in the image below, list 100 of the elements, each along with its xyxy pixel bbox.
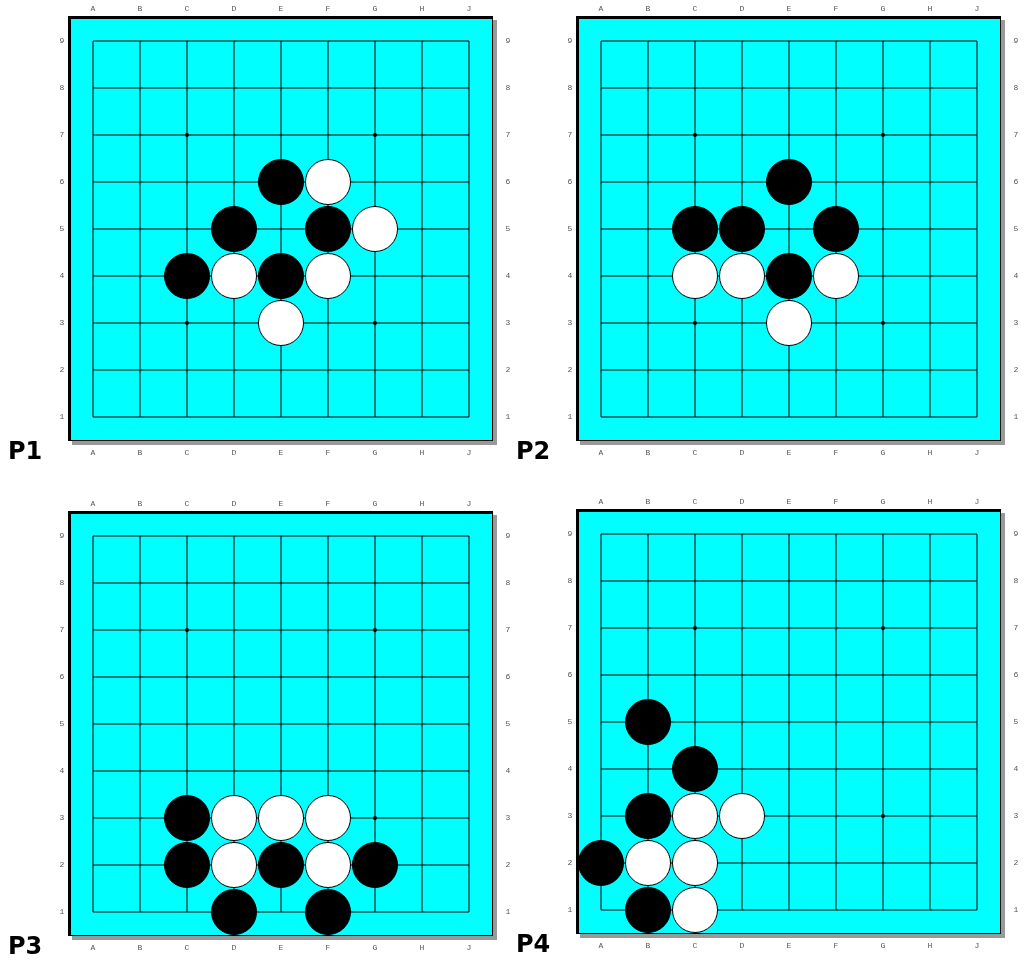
coordinate-label: 4 bbox=[504, 272, 512, 280]
coordinate-label: B bbox=[136, 5, 144, 13]
coordinate-label: E bbox=[785, 498, 793, 506]
coordinate-label: A bbox=[89, 5, 97, 13]
coordinate-label: F bbox=[324, 500, 332, 508]
coordinate-label: A bbox=[597, 449, 605, 457]
coordinate-label: 1 bbox=[58, 413, 66, 421]
coordinate-label: B bbox=[644, 942, 652, 950]
coordinate-label: C bbox=[183, 5, 191, 13]
coordinate-label: 9 bbox=[504, 532, 512, 540]
coordinate-label: G bbox=[371, 500, 379, 508]
coordinate-label: 9 bbox=[58, 37, 66, 45]
coordinate-label: 8 bbox=[504, 579, 512, 587]
coordinate-label: 6 bbox=[58, 673, 66, 681]
coordinate-label: 2 bbox=[58, 861, 66, 869]
coordinate-label: 4 bbox=[1012, 272, 1020, 280]
coordinate-label: D bbox=[738, 942, 746, 950]
coordinate-label: 2 bbox=[1012, 859, 1020, 867]
coordinate-label: 6 bbox=[1012, 178, 1020, 186]
coordinate-label: J bbox=[973, 449, 981, 457]
coordinate-label: 5 bbox=[58, 720, 66, 728]
coordinate-label: H bbox=[418, 944, 426, 952]
coordinate-label: B bbox=[644, 5, 652, 13]
coordinate-label: 2 bbox=[58, 366, 66, 374]
coordinate-label: F bbox=[832, 5, 840, 13]
coordinate-label: 6 bbox=[1012, 671, 1020, 679]
coordinate-label: E bbox=[277, 944, 285, 952]
coordinate-label: D bbox=[230, 500, 238, 508]
coordinate-label: E bbox=[277, 449, 285, 457]
coordinate-label: G bbox=[371, 5, 379, 13]
coordinate-label: 7 bbox=[566, 131, 574, 139]
coordinate-label: 7 bbox=[1012, 624, 1020, 632]
coordinate-label: 1 bbox=[1012, 906, 1020, 914]
coordinate-label: G bbox=[879, 498, 887, 506]
coordinate-label: 6 bbox=[504, 673, 512, 681]
panel-label: P1 bbox=[8, 438, 43, 464]
coordinate-label: 3 bbox=[504, 319, 512, 327]
coordinate-label: D bbox=[738, 498, 746, 506]
coordinate-label: J bbox=[973, 942, 981, 950]
coordinate-label: F bbox=[324, 449, 332, 457]
coordinate-label: D bbox=[738, 449, 746, 457]
coordinate-label: 9 bbox=[58, 532, 66, 540]
coordinate-label: H bbox=[418, 5, 426, 13]
coordinate-label: J bbox=[465, 500, 473, 508]
coordinate-label: 8 bbox=[566, 577, 574, 585]
coordinate-label: 5 bbox=[1012, 225, 1020, 233]
coordinate-label: A bbox=[597, 942, 605, 950]
coordinate-label: 3 bbox=[504, 814, 512, 822]
coordinate-label: A bbox=[89, 500, 97, 508]
panel-label: P2 bbox=[516, 438, 551, 464]
coordinate-label: C bbox=[183, 500, 191, 508]
coordinate-label: 8 bbox=[58, 579, 66, 587]
coordinate-label: 4 bbox=[58, 767, 66, 775]
coordinate-label: A bbox=[89, 944, 97, 952]
coordinate-label: A bbox=[89, 449, 97, 457]
coordinate-label: J bbox=[465, 944, 473, 952]
coordinate-label: G bbox=[879, 449, 887, 457]
coordinate-label: 5 bbox=[504, 720, 512, 728]
coordinate-label: 8 bbox=[58, 84, 66, 92]
coordinate-label: 9 bbox=[1012, 530, 1020, 538]
coordinate-label: 4 bbox=[58, 272, 66, 280]
coordinate-label: 1 bbox=[566, 413, 574, 421]
coordinate-label: 9 bbox=[504, 37, 512, 45]
coordinate-label: 7 bbox=[1012, 131, 1020, 139]
coordinate-label: 7 bbox=[504, 131, 512, 139]
coordinate-label: J bbox=[465, 449, 473, 457]
coordinate-label: C bbox=[691, 449, 699, 457]
coordinate-label: 3 bbox=[1012, 812, 1020, 820]
coordinate-label: E bbox=[277, 5, 285, 13]
coordinate-label: 5 bbox=[504, 225, 512, 233]
coordinate-label: C bbox=[183, 944, 191, 952]
coordinate-label: 9 bbox=[566, 37, 574, 45]
coordinate-label: C bbox=[691, 498, 699, 506]
coordinate-label: 1 bbox=[58, 908, 66, 916]
coordinate-label: 3 bbox=[58, 814, 66, 822]
coordinate-label: D bbox=[230, 944, 238, 952]
coordinate-label: F bbox=[324, 5, 332, 13]
coordinate-label: E bbox=[785, 5, 793, 13]
coordinate-label: 5 bbox=[58, 225, 66, 233]
coordinate-label: G bbox=[879, 5, 887, 13]
coordinate-label: 4 bbox=[1012, 765, 1020, 773]
coordinate-label: 3 bbox=[58, 319, 66, 327]
coordinate-label: G bbox=[371, 449, 379, 457]
coordinate-label: B bbox=[136, 944, 144, 952]
coordinate-label: 2 bbox=[566, 859, 574, 867]
coordinate-label: C bbox=[691, 5, 699, 13]
coordinate-label: D bbox=[738, 5, 746, 13]
coordinate-label: F bbox=[324, 944, 332, 952]
coordinate-label: 3 bbox=[566, 319, 574, 327]
coordinate-label: 8 bbox=[504, 84, 512, 92]
coordinate-label: 4 bbox=[504, 767, 512, 775]
coordinate-label: E bbox=[785, 942, 793, 950]
coordinate-label: H bbox=[418, 500, 426, 508]
coordinate-label: 7 bbox=[58, 131, 66, 139]
coordinate-label: H bbox=[926, 5, 934, 13]
coordinate-label: H bbox=[418, 449, 426, 457]
coordinate-label: 9 bbox=[1012, 37, 1020, 45]
coordinate-label: B bbox=[136, 449, 144, 457]
coordinate-label: B bbox=[644, 498, 652, 506]
coordinate-label: J bbox=[465, 5, 473, 13]
